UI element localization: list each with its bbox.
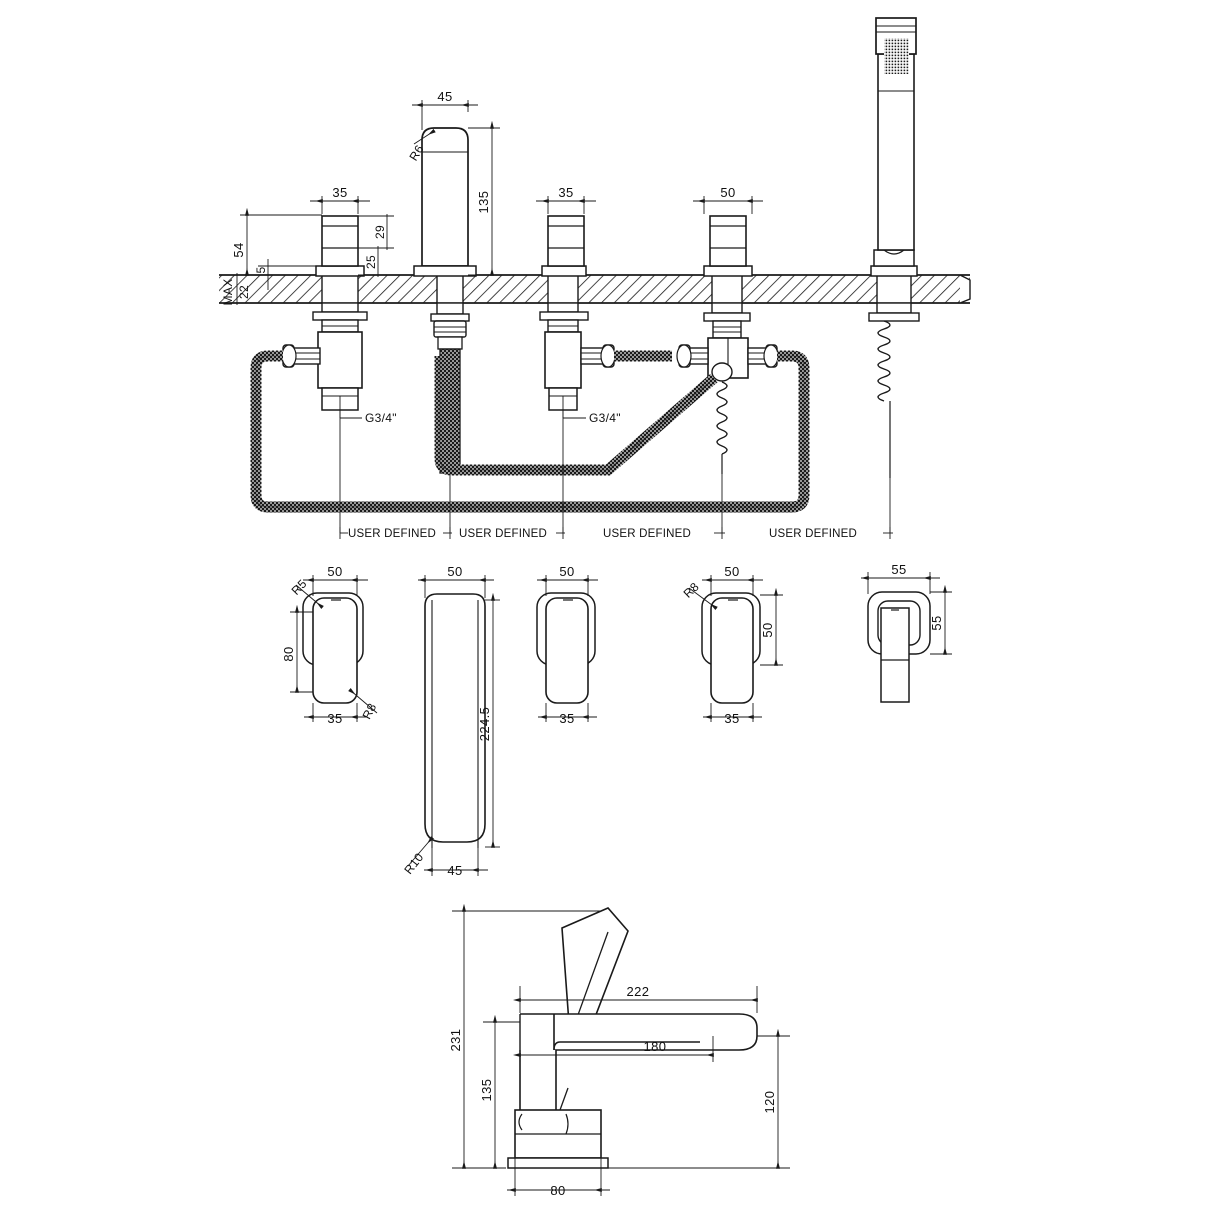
spout-body bbox=[413, 127, 477, 474]
p3-dim-50: 50 bbox=[559, 564, 574, 579]
dim-135: 135 bbox=[476, 191, 491, 214]
user-defined-label-4: USER DEFINED bbox=[769, 528, 857, 540]
hose-extension-lines bbox=[339, 410, 891, 533]
s-dim-231: 231 bbox=[448, 1029, 463, 1052]
dim-5: 5 bbox=[254, 266, 268, 273]
p2-dim-2245: 224.5 bbox=[477, 707, 492, 742]
dim-max: MAX bbox=[221, 279, 235, 306]
top-assembly-dimensions: 54 5 MAX 22 35 bbox=[221, 89, 763, 425]
p4-dim-35: 35 bbox=[724, 711, 739, 726]
dim-g34-left: G3/4" bbox=[365, 411, 397, 425]
braided-hoses bbox=[250, 350, 810, 513]
side-elevation-view: 231 135 222 180 bbox=[448, 903, 790, 1198]
s-dim-80: 80 bbox=[550, 1183, 565, 1198]
handset-outlet bbox=[868, 17, 920, 478]
profile-handle-1: 50 R5 80 35 R8 bbox=[281, 564, 379, 726]
diverter-body bbox=[676, 215, 779, 474]
p2-dim-45: 45 bbox=[447, 863, 462, 878]
dim-g34-mid: G3/4" bbox=[589, 411, 621, 425]
p2-dim-50: 50 bbox=[447, 564, 462, 579]
p5-dim-55h: 55 bbox=[929, 615, 944, 630]
s-dim-222: 222 bbox=[627, 984, 650, 999]
deck-section bbox=[219, 274, 971, 304]
dim-29: 29 bbox=[373, 225, 387, 239]
profile-row-view: 50 R5 80 35 R8 bbox=[281, 562, 952, 878]
p4-dim-R8: R8 bbox=[681, 580, 702, 601]
profile-handle-2: 50 35 bbox=[536, 564, 598, 726]
top-assembly-view bbox=[219, 17, 971, 533]
dim-25: 25 bbox=[364, 255, 378, 269]
p3-dim-35: 35 bbox=[559, 711, 574, 726]
s-dim-120: 120 bbox=[762, 1091, 777, 1114]
p5-dim-55w: 55 bbox=[891, 562, 906, 577]
p4-dim-50h: 50 bbox=[760, 622, 775, 637]
p4-dim-50w: 50 bbox=[724, 564, 739, 579]
handset-hose-coil bbox=[877, 320, 891, 478]
p1-dim-50: 50 bbox=[327, 564, 342, 579]
profile-spout: 50 224.5 45 R10 bbox=[401, 564, 500, 878]
p1-dim-35: 35 bbox=[327, 711, 342, 726]
user-defined-label-1: USER DEFINED bbox=[348, 528, 436, 540]
user-defined-label-2: USER DEFINED bbox=[459, 528, 547, 540]
dim-35-b: 35 bbox=[558, 185, 573, 200]
profile-shower-holder: 55 55 bbox=[860, 562, 952, 703]
p1-dim-R8: R8 bbox=[360, 701, 380, 722]
s-dim-135: 135 bbox=[479, 1079, 494, 1102]
dim-22: 22 bbox=[237, 285, 251, 299]
valve-body-2 bbox=[539, 215, 616, 411]
user-defined-dim-row: USER DEFINED USER DEFINED USER DEFINED U… bbox=[339, 527, 893, 540]
dim-45: 45 bbox=[437, 89, 452, 104]
valve-body-1 bbox=[281, 215, 368, 411]
s-dim-180: 180 bbox=[644, 1039, 667, 1054]
profile-handle-3: 50 R8 50 35 bbox=[681, 564, 783, 726]
p1-dim-80: 80 bbox=[281, 646, 296, 661]
p2-dim-R10: R10 bbox=[401, 850, 426, 877]
dim-50-a: 50 bbox=[720, 185, 735, 200]
dim-35-a: 35 bbox=[332, 185, 347, 200]
dim-54: 54 bbox=[231, 242, 246, 257]
diverter-coil bbox=[716, 381, 728, 474]
user-defined-label-3: USER DEFINED bbox=[603, 528, 691, 540]
